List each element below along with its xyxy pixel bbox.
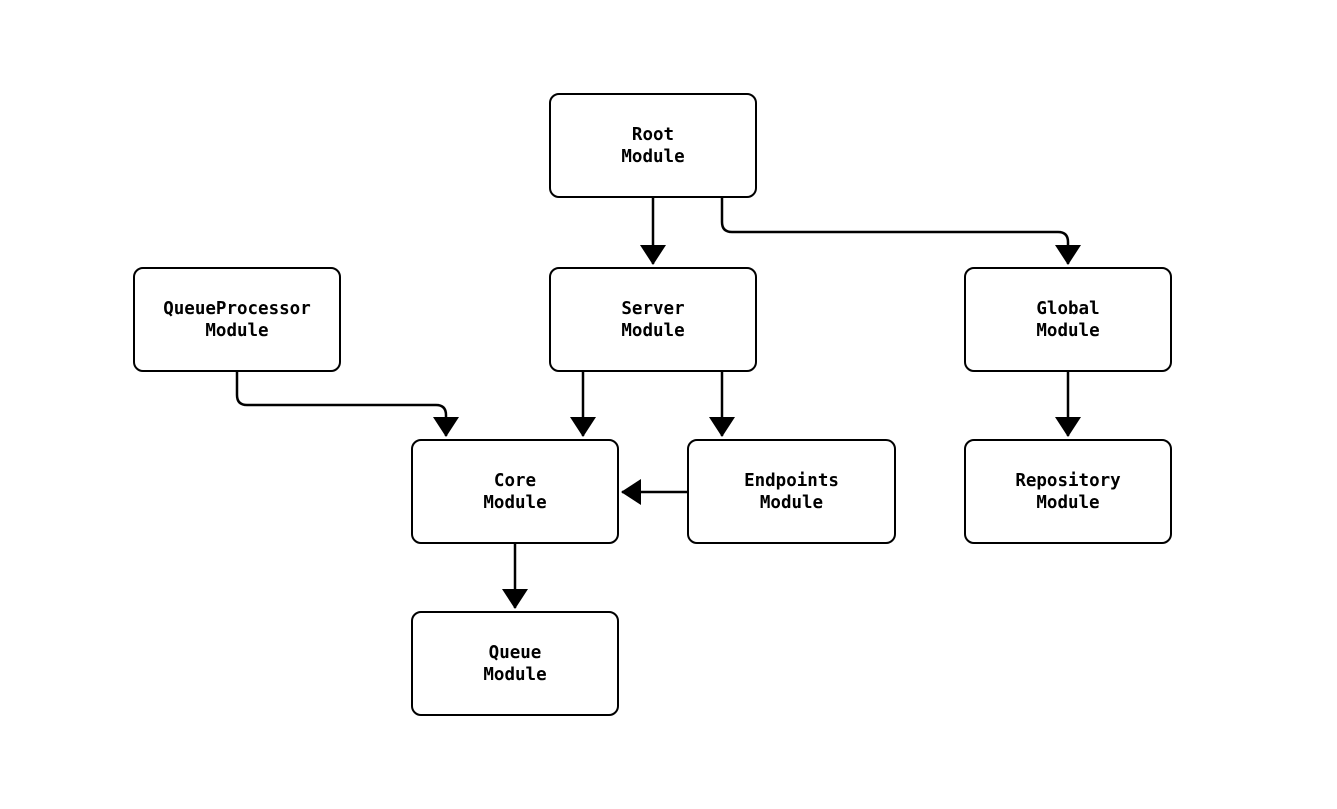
node-label-repository: Repository Module bbox=[1015, 470, 1121, 513]
node-endpoints-module: Endpoints Module bbox=[687, 439, 896, 544]
node-label-queue: Queue Module bbox=[483, 642, 547, 685]
edge-queueprocessor-to-core bbox=[235, 372, 459, 437]
edge-root-to-global bbox=[720, 198, 1081, 265]
node-label-endpoints: Endpoints Module bbox=[744, 470, 839, 513]
node-queueprocessor-module: QueueProcessor Module bbox=[133, 267, 341, 372]
node-label-queueprocessor: QueueProcessor Module bbox=[163, 298, 311, 341]
node-repository-module: Repository Module bbox=[964, 439, 1172, 544]
node-queue-module: Queue Module bbox=[411, 611, 619, 716]
node-label-root: Root Module bbox=[621, 124, 685, 167]
node-label-global: Global Module bbox=[1036, 298, 1100, 341]
node-root-module: Root Module bbox=[549, 93, 757, 198]
node-server-module: Server Module bbox=[549, 267, 757, 372]
node-core-module: Core Module bbox=[411, 439, 619, 544]
node-label-core: Core Module bbox=[483, 470, 547, 513]
node-label-server: Server Module bbox=[621, 298, 685, 341]
node-global-module: Global Module bbox=[964, 267, 1172, 372]
